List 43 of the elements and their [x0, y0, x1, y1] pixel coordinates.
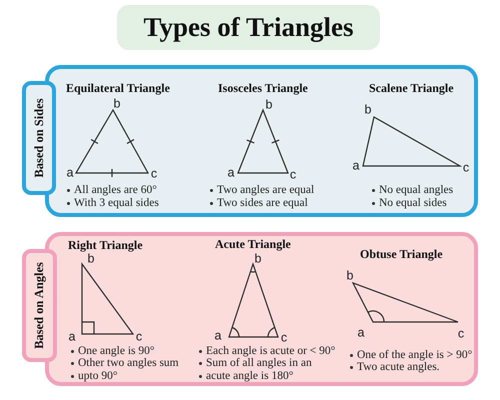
triangle-name: Right Triangle — [68, 238, 143, 252]
category-tab: Based on Sides — [22, 81, 56, 195]
vertex-label: b — [88, 252, 94, 266]
bullet-text: All angles are 60° — [74, 184, 157, 196]
vertex-label: b — [346, 270, 354, 282]
vertex-label: c — [458, 328, 464, 340]
bullet-text: Other two angles sum — [78, 357, 179, 370]
bullet-text: Each angle is acute or < 90° — [206, 344, 336, 358]
vertex-label: b — [364, 104, 372, 116]
bullet-text: Sum of all angles in an — [206, 357, 312, 370]
bullet-text: With 3 equal sides — [74, 196, 159, 210]
bullet-text: One angle is 90° — [78, 344, 154, 358]
bullet-text: No equal sides — [379, 196, 447, 210]
vertex-label: a — [228, 166, 234, 180]
bullet-text: Two sides are equal — [217, 196, 308, 210]
vertex-label: a — [66, 166, 74, 180]
title: Types of Triangles — [117, 5, 380, 50]
bullet-text: No equal angles — [379, 184, 454, 196]
vertex-label: c — [150, 168, 158, 180]
category-tab: Based on Angles — [22, 249, 57, 362]
vertex-label: a — [358, 326, 364, 340]
triangle-name: Acute Triangle — [215, 237, 291, 251]
bullet-text: acute angle is 180° — [206, 370, 294, 382]
triangle-name: Isosceles Triangle — [218, 81, 308, 95]
triangle-name: Equilateral Triangle — [66, 81, 170, 95]
triangle-name: Scalene Triangle — [369, 81, 454, 95]
bullet-text: One of the angle is > 90° — [357, 348, 472, 362]
vertex-label: c — [280, 332, 288, 344]
vertex-label: c — [462, 162, 470, 174]
vertex-label: c — [290, 168, 296, 182]
vertex-label: a — [68, 330, 76, 344]
vertex-label: b — [254, 252, 262, 266]
vertex-label: c — [136, 330, 142, 344]
vertex-label: a — [214, 330, 222, 342]
category-panel — [45, 65, 478, 217]
triangle-name: Obtuse Triangle — [360, 247, 443, 261]
vertex-label: a — [352, 160, 360, 172]
bullet-text: upto 90° — [78, 370, 118, 382]
bullet-text: Two acute angles. — [357, 361, 440, 374]
vertex-label: b — [114, 98, 120, 110]
vertex-label: b — [266, 98, 272, 112]
bullet-text: Two angles are equal — [217, 184, 314, 196]
category-panel — [45, 232, 478, 386]
